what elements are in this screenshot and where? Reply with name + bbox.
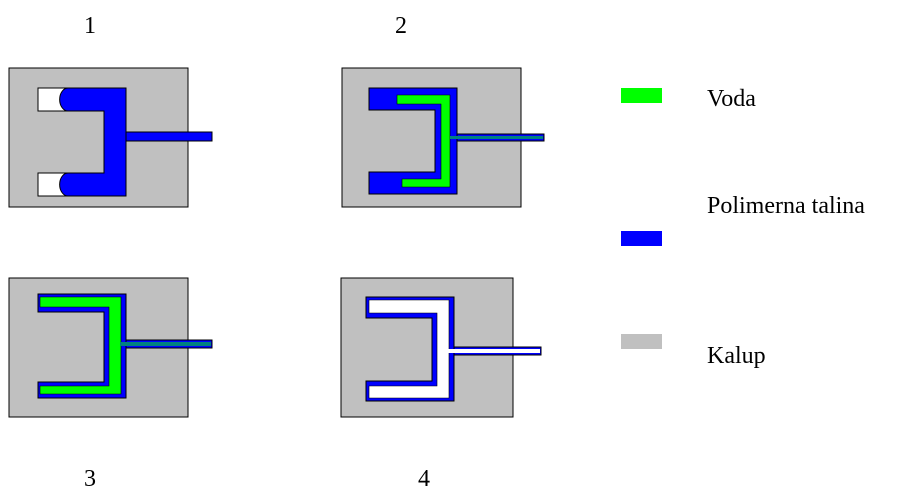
water-core (39, 296, 122, 395)
legend-label-mold: Kalup (707, 343, 766, 369)
polymer-shell (365, 296, 455, 402)
polymer-melt (368, 87, 458, 195)
legend-swatch-polymer (621, 231, 662, 246)
step-number-3: 3 (84, 466, 96, 492)
step-4-mold-group (340, 277, 542, 418)
step-number-2: 2 (395, 13, 407, 39)
step-2-mold-group (341, 67, 545, 208)
legend-swatch-mold (621, 334, 662, 349)
water-core (396, 94, 451, 188)
legend-swatch-water (621, 88, 662, 103)
legend-label-water: Voda (707, 86, 756, 112)
runner-hollow (448, 349, 540, 353)
polymer-melt (59, 87, 127, 197)
legend-label-polymer: Polimerna talina (707, 193, 865, 219)
hollow-core (368, 299, 450, 399)
runner-water (120, 342, 211, 346)
step-3-mold-group (8, 277, 213, 418)
step-number-4: 4 (418, 466, 430, 492)
runner-water (450, 136, 543, 139)
runner-channel (125, 131, 213, 142)
polymer-melt (37, 293, 127, 399)
step-number-1: 1 (84, 13, 96, 39)
step-1-mold-group (8, 67, 213, 208)
